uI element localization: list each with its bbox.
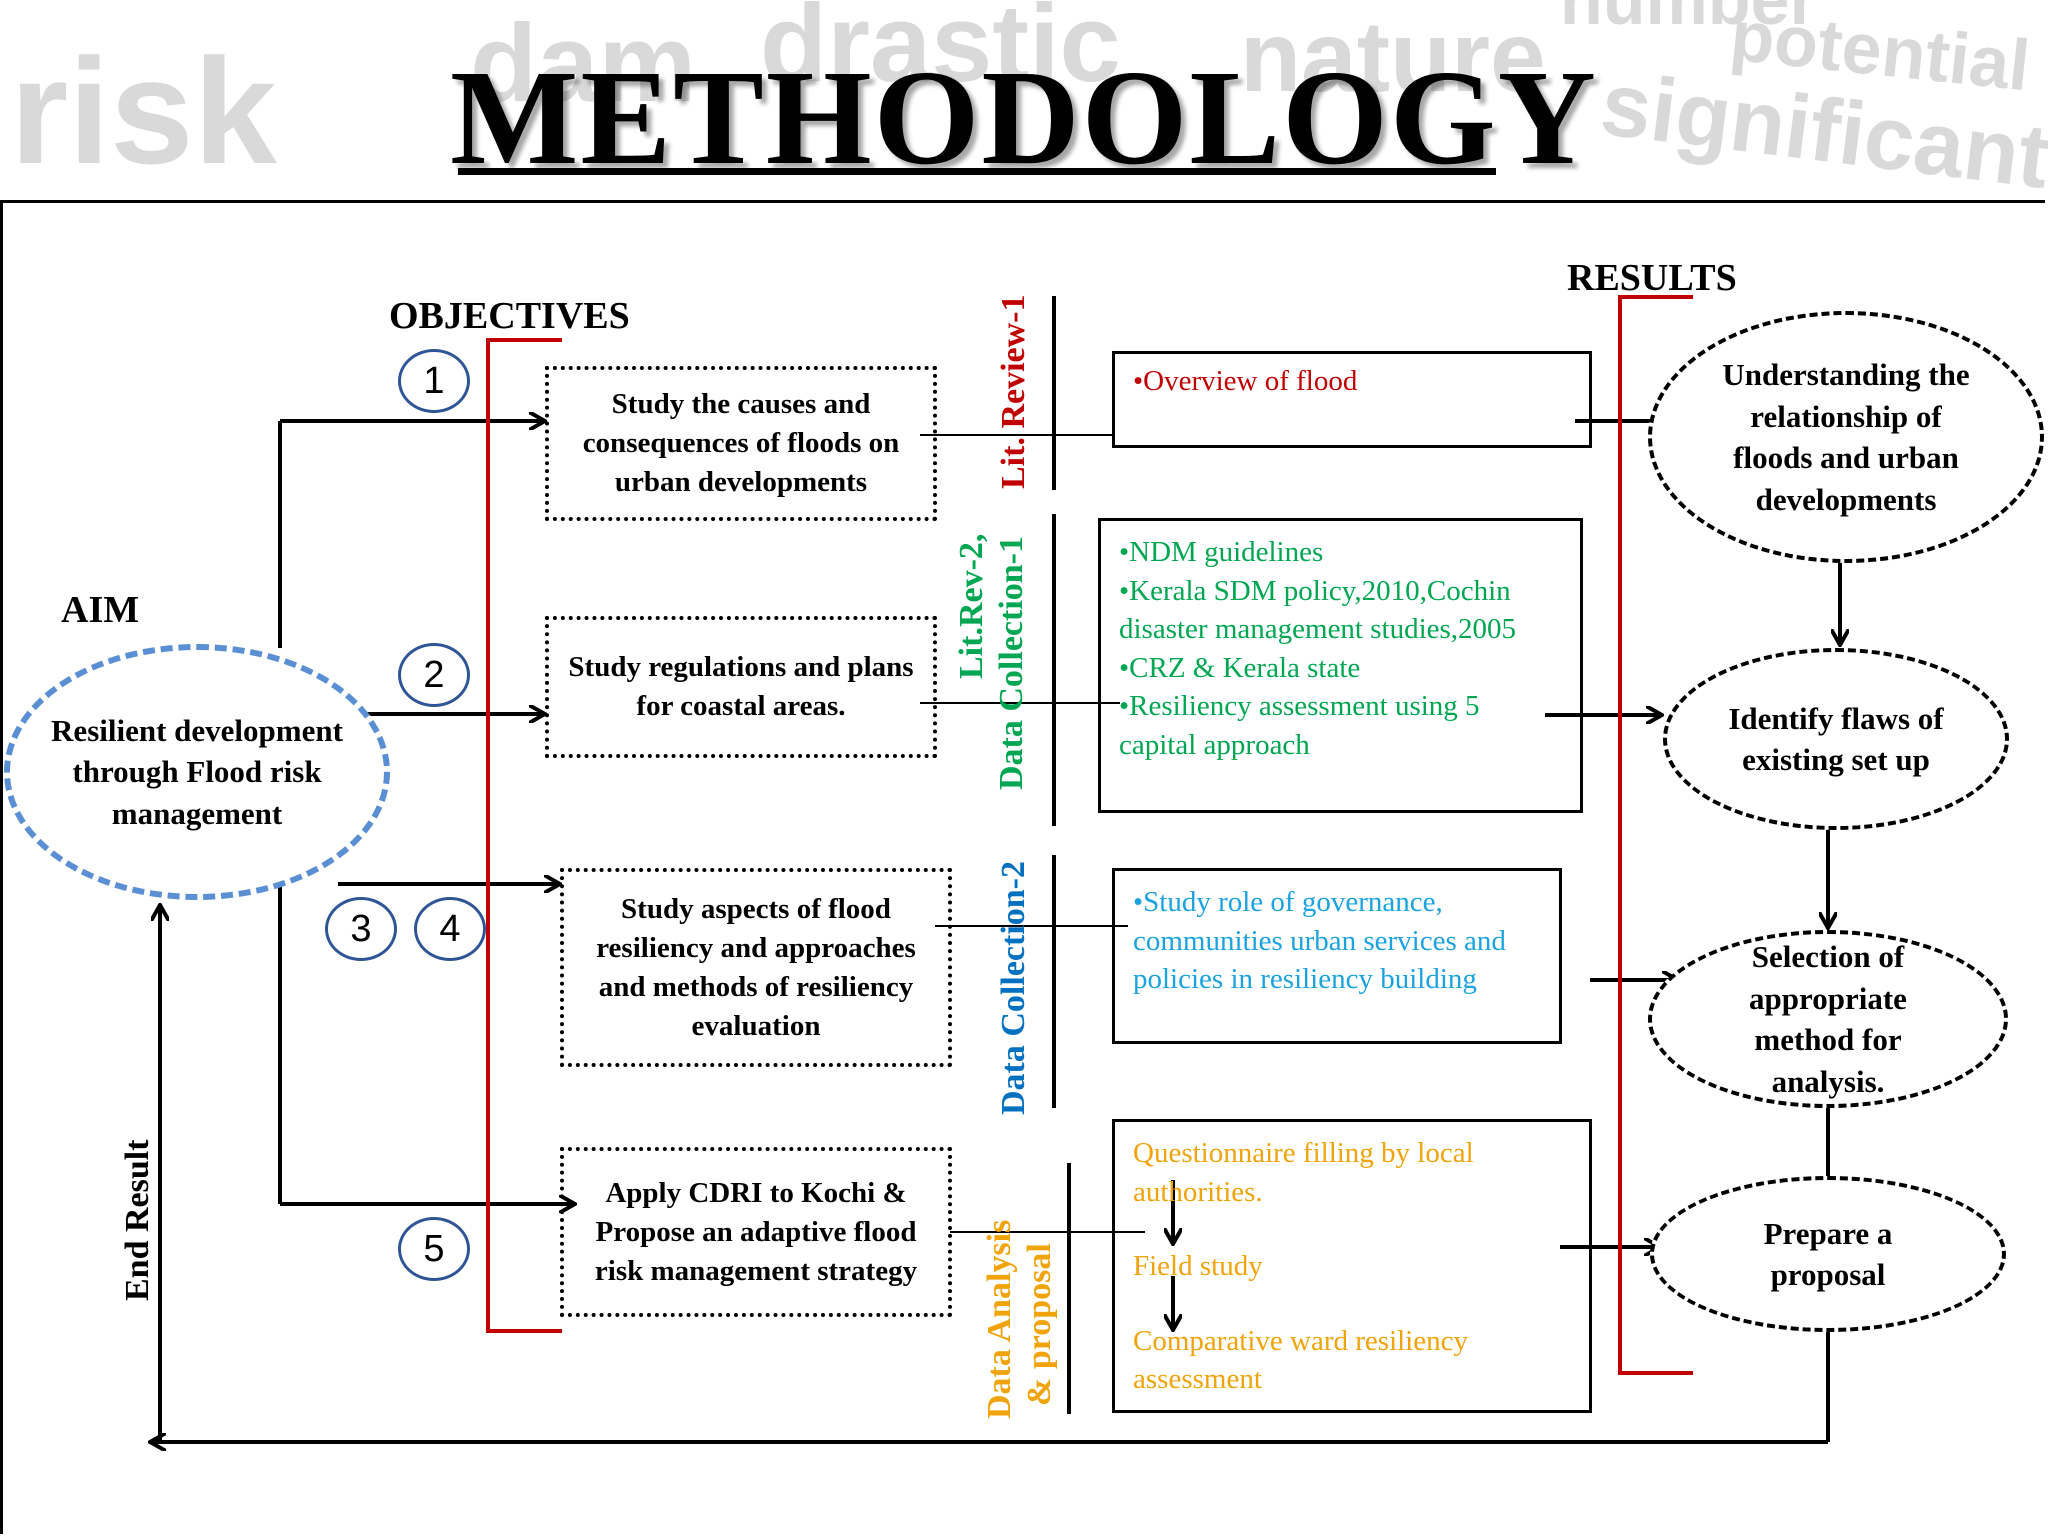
stage-label-lit-review-1: Lit. Review-1 bbox=[995, 294, 1032, 490]
objective-box-4: Apply CDRI to Kochi & Propose an adaptiv… bbox=[560, 1147, 952, 1317]
objective-number-3: 3 bbox=[325, 897, 397, 961]
watermark-word: risk bbox=[10, 27, 277, 195]
watermark-word: number bbox=[1560, 0, 1817, 39]
watermark-word: drastic bbox=[760, 0, 1121, 105]
watermark-word: dam bbox=[470, 2, 697, 125]
stage-item: Questionnaire filling by local authoriti… bbox=[1133, 1137, 1474, 1208]
stage-item: •NDM guidelines bbox=[1119, 536, 1324, 568]
result-ellipse-4: Prepare a proposal bbox=[1650, 1176, 2006, 1332]
stage-label-data-analysis: Data Analysis & proposal bbox=[980, 1220, 1060, 1430]
stage-box-3: •Study role of governance, communities u… bbox=[1112, 868, 1562, 1044]
objective-number-5: 5 bbox=[398, 1217, 470, 1281]
result-ellipse-2: Identify flaws of existing set up bbox=[1663, 648, 2009, 830]
title-underline bbox=[458, 168, 1496, 175]
stage-label-line: Data Collection-1 bbox=[993, 536, 1030, 791]
stage-box-1: •Overview of flood bbox=[1112, 351, 1592, 448]
stage-label-line: & proposal bbox=[1021, 1243, 1058, 1407]
objectives-heading: OBJECTIVES bbox=[389, 295, 630, 337]
objective-box-1: Study the causes and consequences of flo… bbox=[545, 366, 937, 521]
stage-item: •Resiliency assessment using 5 capital a… bbox=[1119, 690, 1480, 761]
result-ellipse-3: Selection of appropriate method for anal… bbox=[1648, 930, 2008, 1108]
stage-item: •Kerala SDM policy,2010,Cochin disaster … bbox=[1119, 574, 1517, 646]
stage-label-data-collection-2: Data Collection-2 bbox=[995, 860, 1032, 1115]
objective-number-2: 2 bbox=[398, 643, 470, 707]
aim-ellipse: Resilient development through Flood risk… bbox=[4, 644, 390, 900]
stage-label-line: Lit.Rev-2, bbox=[953, 534, 990, 680]
stage-label-lit-rev-2: Lit.Rev-2, Data Collection-1 bbox=[952, 534, 1032, 792]
stage-item: Comparative ward resiliency assessment bbox=[1133, 1324, 1468, 1396]
stage-box-2: •NDM guidelines •Kerala SDM policy,2010,… bbox=[1098, 518, 1583, 813]
stage-box-4: Questionnaire filling by local authoriti… bbox=[1112, 1119, 1592, 1413]
watermark-word: nature bbox=[1240, 1, 1546, 113]
end-result-label: End Result bbox=[119, 1139, 156, 1301]
objective-box-3: Study aspects of flood resiliency and ap… bbox=[560, 868, 952, 1067]
objective-box-2: Study regulations and plans for coastal … bbox=[545, 616, 937, 758]
stage-item: Field study bbox=[1133, 1250, 1263, 1282]
result-ellipse-1: Understanding the relationship of floods… bbox=[1648, 311, 2044, 563]
objective-number-4: 4 bbox=[414, 897, 486, 961]
objective-number-1: 1 bbox=[398, 349, 470, 413]
diagram-frame bbox=[0, 200, 2045, 1534]
stage-item: •Study role of governance, communities u… bbox=[1133, 886, 1506, 995]
results-heading: RESULTS bbox=[1567, 257, 1737, 299]
stage-item: •CRZ & Kerala state bbox=[1119, 651, 1361, 684]
aim-heading: AIM bbox=[61, 589, 140, 631]
stage-label-line: Data Analysis bbox=[981, 1220, 1018, 1420]
stage-item: •Overview of flood bbox=[1133, 365, 1358, 397]
